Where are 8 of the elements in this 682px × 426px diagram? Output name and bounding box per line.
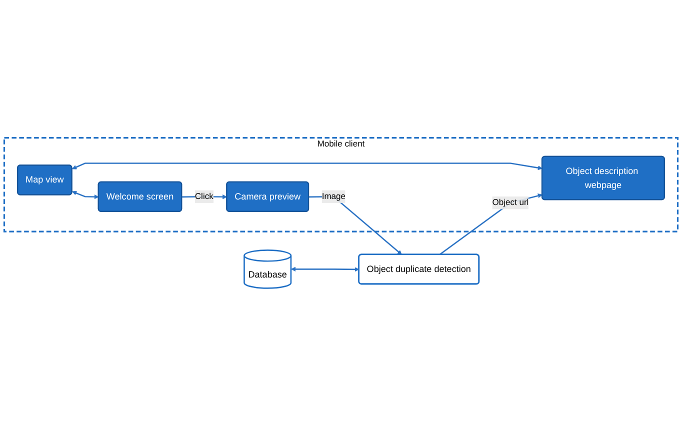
arrow: [290, 266, 360, 272]
arrow: [72, 162, 542, 170]
edge-label: Click: [194, 192, 214, 201]
edge-label: Object url: [492, 198, 529, 208]
arrow: [439, 194, 542, 256]
arrow: [72, 190, 99, 200]
edge-label: Image: [322, 192, 346, 201]
arrow: [308, 196, 402, 255]
